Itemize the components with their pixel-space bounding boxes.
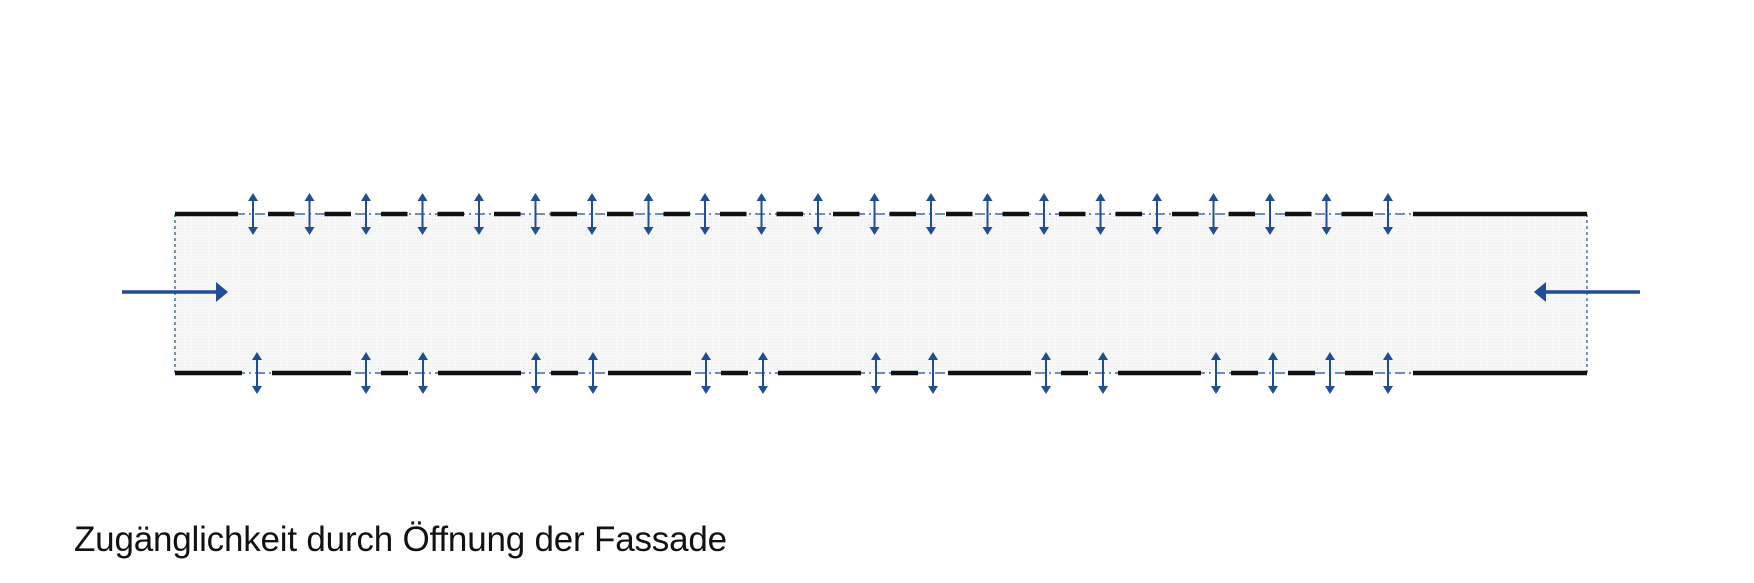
- double-arrow-vertical-icon: [417, 193, 428, 235]
- double-arrow-vertical-icon: [1325, 352, 1335, 394]
- double-arrow-vertical-icon: [1152, 193, 1162, 235]
- double-arrow-vertical-icon: [1095, 193, 1106, 235]
- double-arrow-vertical-icon: [1321, 193, 1332, 235]
- double-arrow-vertical-icon: [700, 193, 710, 235]
- facade-walls: [175, 211, 1587, 376]
- double-arrow-vertical-icon: [982, 193, 993, 235]
- double-arrow-vertical-icon: [1383, 352, 1393, 394]
- facade-openings: [248, 193, 1393, 394]
- double-arrow-vertical-icon: [813, 193, 823, 235]
- double-arrow-vertical-icon: [531, 352, 541, 394]
- double-arrow-vertical-icon: [588, 352, 598, 394]
- double-arrow-vertical-icon: [756, 193, 767, 235]
- double-arrow-vertical-icon: [1208, 193, 1219, 235]
- double-arrow-vertical-icon: [1383, 193, 1393, 235]
- double-arrow-vertical-icon: [418, 352, 428, 394]
- double-arrow-vertical-icon: [252, 352, 262, 394]
- double-arrow-vertical-icon: [248, 193, 258, 235]
- double-arrow-vertical-icon: [701, 352, 711, 394]
- double-arrow-vertical-icon: [474, 193, 484, 235]
- double-arrow-vertical-icon: [361, 352, 371, 394]
- double-arrow-vertical-icon: [304, 193, 315, 235]
- double-arrow-vertical-icon: [643, 193, 654, 235]
- double-arrow-vertical-icon: [1265, 193, 1275, 235]
- double-arrow-vertical-icon: [1098, 352, 1108, 394]
- diagram-caption: Zugänglichkeit durch Öffnung der Fassade: [74, 520, 727, 559]
- arrow-left-icon: [1534, 282, 1640, 302]
- double-arrow-vertical-icon: [1268, 352, 1278, 394]
- interior-area: [175, 214, 1587, 373]
- double-arrow-vertical-icon: [361, 193, 371, 235]
- double-arrow-vertical-icon: [1039, 193, 1049, 235]
- double-arrow-vertical-icon: [869, 193, 880, 235]
- double-arrow-vertical-icon: [1041, 352, 1051, 394]
- double-arrow-vertical-icon: [1211, 352, 1221, 394]
- double-arrow-vertical-icon: [926, 193, 936, 235]
- double-arrow-vertical-icon: [928, 352, 938, 394]
- double-arrow-vertical-icon: [587, 193, 597, 235]
- double-arrow-vertical-icon: [871, 352, 881, 394]
- arrow-right-icon: [122, 282, 228, 302]
- double-arrow-vertical-icon: [530, 193, 541, 235]
- double-arrow-vertical-icon: [758, 352, 768, 394]
